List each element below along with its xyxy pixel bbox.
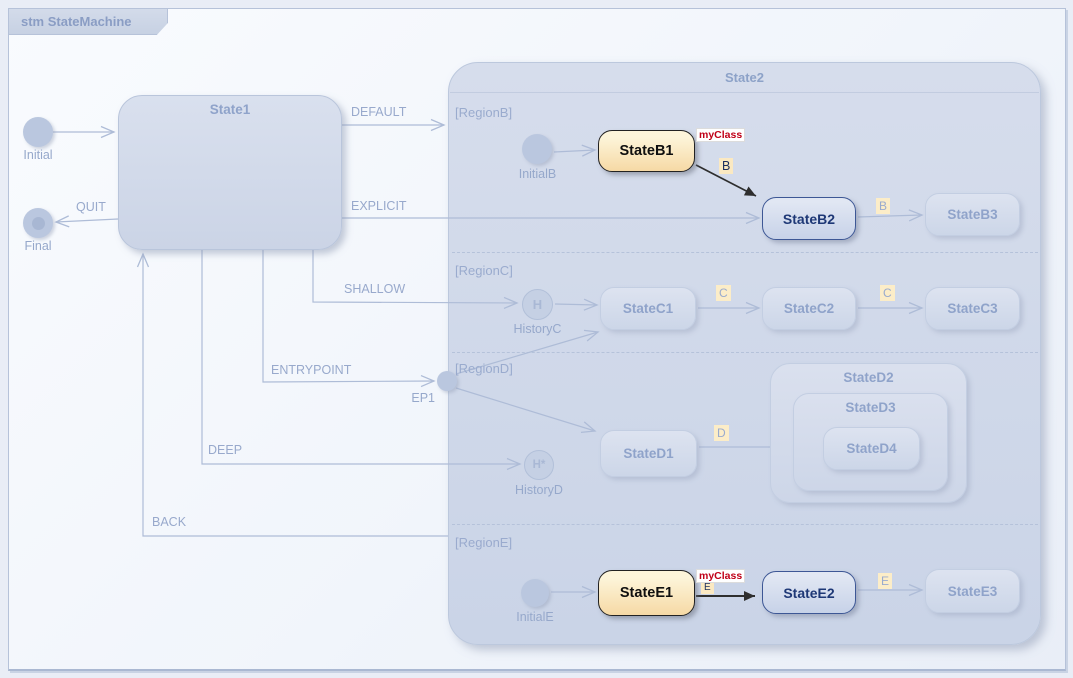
state-statee1[interactable]: StateE1 [598, 570, 695, 616]
stated2-title: StateD2 [843, 370, 894, 385]
region-label-d: [RegionD] [455, 361, 513, 376]
stereotype-myclass-e[interactable]: myClass [696, 569, 746, 583]
transition-label-quit[interactable]: QUIT [76, 200, 106, 214]
initialb-node[interactable] [522, 134, 552, 164]
stated3-title: StateD3 [845, 400, 896, 415]
statee3-title: StateE3 [947, 583, 998, 599]
state-stateb3[interactable]: StateB3 [925, 193, 1020, 236]
historyd-node[interactable]: H* [524, 450, 554, 480]
region-label-b: [RegionB] [455, 105, 513, 120]
badge-e-next[interactable]: E [878, 573, 893, 589]
ep1-label: EP1 [411, 391, 435, 405]
state-statec3[interactable]: StateC3 [925, 287, 1020, 330]
transition-label-deep[interactable]: DEEP [208, 443, 243, 457]
transition-label-entrypoint[interactable]: ENTRYPOINT [271, 363, 352, 377]
transition-label-shallow[interactable]: SHALLOW [344, 282, 406, 296]
frame-title-tab: stm StateMachine [8, 8, 168, 35]
badge-c2[interactable]: C [880, 285, 895, 301]
region-label-c: [RegionC] [455, 263, 513, 278]
state-stated4[interactable]: StateD4 [823, 427, 920, 470]
initiale-label: InitialE [516, 610, 554, 624]
state-state1[interactable]: State1 [118, 95, 342, 250]
statee1-title: StateE1 [619, 585, 674, 601]
transition-label-back[interactable]: BACK [152, 515, 187, 529]
historyd-glyph: H* [532, 459, 546, 471]
state2-title-separator [450, 92, 1039, 93]
region-label-e: [RegionE] [455, 535, 513, 550]
badge-b-next[interactable]: B [876, 198, 891, 214]
stateb1-title: StateB1 [619, 143, 674, 159]
state-stateb2[interactable]: StateB2 [762, 197, 856, 240]
state-statec2[interactable]: StateC2 [762, 287, 856, 330]
initial-node[interactable] [23, 117, 53, 147]
state-stateb1[interactable]: StateB1 [598, 130, 695, 172]
badge-c1[interactable]: C [716, 285, 731, 301]
final-label: Final [24, 239, 52, 253]
state-stated1[interactable]: StateD1 [600, 430, 697, 477]
ep1-node[interactable] [437, 371, 457, 391]
state2-title: State2 [724, 70, 765, 85]
state-statee2[interactable]: StateE2 [762, 571, 856, 614]
state-statee3[interactable]: StateE3 [925, 569, 1020, 613]
badge-b-arrow[interactable]: B [719, 158, 734, 174]
region-separator-cd [452, 352, 1038, 353]
stateb3-title: StateB3 [947, 207, 998, 222]
region-separator-bc [452, 252, 1038, 253]
initialb-label: InitialB [518, 167, 557, 181]
historyc-glyph: H [532, 297, 543, 312]
final-node[interactable] [23, 208, 53, 238]
statec1-title: StateC1 [622, 301, 674, 316]
statec3-title: StateC3 [947, 301, 998, 316]
initial-label: Initial [23, 148, 53, 162]
statec2-title: StateC2 [783, 301, 835, 316]
historyc-label: HistoryC [513, 322, 562, 336]
state-statec1[interactable]: StateC1 [600, 287, 696, 330]
stereotype-myclass-b[interactable]: myClass [696, 128, 746, 142]
initiale-node[interactable] [521, 579, 549, 607]
historyc-node[interactable]: H [522, 289, 553, 320]
final-node-inner-dot [31, 216, 45, 230]
transition-label-explicit[interactable]: EXPLICIT [351, 199, 407, 213]
badge-d[interactable]: D [714, 425, 729, 441]
state1-title: State1 [209, 102, 251, 117]
region-separator-de [452, 524, 1038, 525]
stated4-title: StateD4 [846, 441, 897, 456]
historyd-label: HistoryD [515, 483, 563, 497]
transition-label-default[interactable]: DEFAULT [351, 105, 407, 119]
statee2-title: StateE2 [783, 584, 835, 601]
badge-e-arrow[interactable]: E [701, 582, 714, 594]
stated1-title: StateD1 [623, 446, 674, 461]
stateb2-title: StateB2 [782, 210, 836, 227]
